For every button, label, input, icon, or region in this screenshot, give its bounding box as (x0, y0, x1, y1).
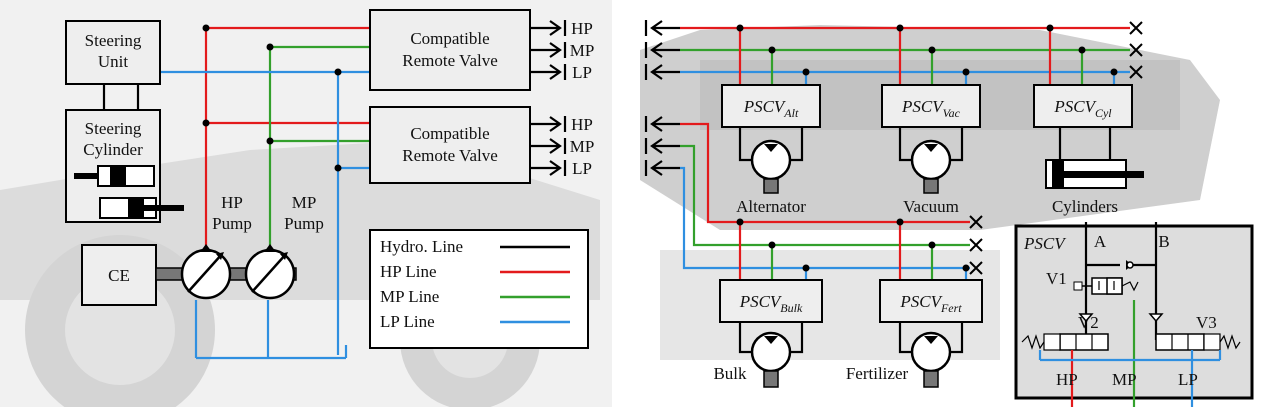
v3-valve-icon (1155, 333, 1205, 351)
port-a-label: A (1094, 232, 1107, 251)
port-mp-bottom: MP (570, 137, 595, 156)
svg-text:PSCVCyl: PSCVCyl (1053, 97, 1112, 120)
check-valve-a-icon (1078, 313, 1094, 323)
port-lp-bottom: LP (572, 159, 592, 178)
alternator-caption: Alternator (736, 197, 806, 216)
vacuum-caption: Vacuum (903, 197, 959, 216)
v3-label: V3 (1196, 313, 1217, 332)
coupler-icons-right (644, 20, 680, 176)
pscv-bulk-module: PSCVBulk Bulk (713, 279, 823, 388)
ce-label: CE (108, 266, 130, 285)
mp-pump-icon (244, 244, 296, 300)
remote-valve-top (369, 9, 531, 91)
detail-mp-label: MP (1112, 370, 1137, 389)
bulk-caption: Bulk (713, 364, 747, 383)
ce-box (81, 244, 157, 306)
port-hp-bottom: HP (571, 115, 593, 134)
legend: Hydro. Line HP Line MP Line LP Line (369, 229, 589, 349)
hp-pump-icon (180, 244, 232, 300)
left-junctions (202, 24, 342, 172)
line-end-caps (969, 21, 1143, 275)
cylinder-icon (74, 165, 184, 219)
fertilizer-caption: Fertilizer (846, 364, 909, 383)
left-mp-lines (268, 45, 370, 262)
legend-hp-label: HP Line (380, 262, 437, 281)
svg-text:PSCVBulk: PSCVBulk (739, 292, 803, 315)
check-valve-b-icon (1148, 313, 1164, 323)
port-mp-top: MP (570, 41, 595, 60)
legend-mp-label: MP Line (380, 287, 439, 306)
steering-unit-box (65, 20, 161, 85)
port-b-label: B (1158, 232, 1169, 251)
port-hp-top: HP (571, 19, 593, 38)
v1-label: V1 (1046, 269, 1067, 288)
legend-lp-label: LP Line (380, 312, 435, 331)
svg-text:PSCVVac: PSCVVac (901, 97, 961, 120)
pscv-cyl-module: PSCVCyl Cylinders (1033, 84, 1144, 216)
left-hp-lines (204, 26, 370, 262)
pscv-vac-module: PSCVVac Vacuum (881, 84, 981, 216)
pscv-detail-title: PSCV (1023, 234, 1067, 253)
detail-lp-label: LP (1178, 370, 1198, 389)
pscv-fert-module: PSCVFert Fertilizer (846, 279, 983, 388)
port-lp-top: LP (572, 63, 592, 82)
coupler-icons-left (530, 20, 567, 176)
legend-hydro-label: Hydro. Line (380, 237, 463, 256)
svg-text:PSCVFert: PSCVFert (899, 292, 962, 315)
svg-text:PSCVAlt: PSCVAlt (743, 97, 799, 120)
v2-valve-icon (1059, 333, 1109, 351)
right-junctions (736, 24, 1118, 272)
pscv-detail: PSCV A B V1 V2 V3 (1014, 222, 1254, 407)
detail-hp-label: HP (1056, 370, 1078, 389)
pscv-alt-module: PSCVAlt Alternator (721, 84, 821, 216)
cylinders-caption: Cylinders (1052, 197, 1118, 216)
remote-valve-bottom (369, 106, 531, 184)
